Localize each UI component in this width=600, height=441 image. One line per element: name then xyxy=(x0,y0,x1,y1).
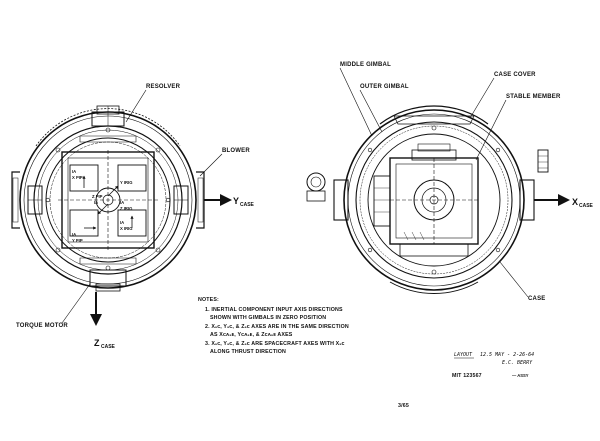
case-cover-label: CASE COVER xyxy=(494,72,536,78)
torque-motor-label: TORQUE MOTOR xyxy=(16,323,68,329)
z-irig-label-2: Z IRIG xyxy=(120,206,132,211)
notes-heading: NOTES: xyxy=(198,297,219,303)
outer-gimbal-label: OUTER GIMBAL xyxy=(360,84,409,90)
notes-block: NOTES: 1. INERTIAL COMPONENT INPUT AXIS … xyxy=(198,297,349,355)
note-1-line-2: SHOWN WITH GIMBALS IN ZERO POSITION xyxy=(210,315,326,321)
note-3-line-2: ALONG THRUST DIRECTION xyxy=(210,349,286,355)
y-case-axis-main: Y xyxy=(233,196,239,206)
x-case-axis-main: X xyxy=(572,197,578,207)
blower-label: BLOWER xyxy=(222,148,250,154)
note-2-line-1: 2. Xₛc, Yₛc, & Zₛc AXES ARE IN THE SAME … xyxy=(205,324,349,330)
drawing-number: MIT 123567 xyxy=(452,373,482,379)
z-pip-label-2: IA xyxy=(94,200,98,205)
note-1-line-1: 1. INERTIAL COMPONENT INPUT AXIS DIRECTI… xyxy=(205,307,343,313)
x-irig-label-2: X IRIG xyxy=(120,226,133,231)
ia-x-pip-label-2: X PIP xyxy=(72,175,83,180)
case-label: CASE xyxy=(528,296,545,302)
ia-y-pip-label-2: Y PIP xyxy=(72,238,83,243)
right-imu-view: MIDDLE GIMBAL OUTER GIMBAL CASE COVER ST… xyxy=(306,62,594,302)
ia-x-pip-label-1: IA xyxy=(72,169,76,174)
y-irig-label: Y IRIG xyxy=(120,180,133,185)
z-case-axis-main: Z xyxy=(94,338,100,348)
x-irig-label-1: IA xyxy=(120,220,124,225)
ia-y-pip-label-1: IA xyxy=(72,232,76,237)
stable-member-label: STABLE MEMBER xyxy=(506,94,561,100)
layout-label: LAYOUT xyxy=(454,352,473,358)
z-case-axis-sub: CASE xyxy=(101,344,116,350)
layout-sign: E.C. BERRY xyxy=(502,360,533,366)
note-2-line-2: AS Xᴄᴀₛᴇ, Yᴄᴀₛᴇ, & Zᴄᴀₛᴇ AXES xyxy=(210,332,293,338)
middle-gimbal-label: MIDDLE GIMBAL xyxy=(340,62,391,68)
resolver-label: RESOLVER xyxy=(146,84,181,90)
z-pip-label-1: Z PIP xyxy=(92,194,103,199)
y-case-axis-sub: CASE xyxy=(240,202,255,208)
page-number: 3/65 xyxy=(398,403,409,409)
z-irig-label-1: IA xyxy=(120,200,124,205)
layout-ref: 12.5 MAY - 2-26-64 xyxy=(480,352,534,358)
note-3-line-1: 3. Xₛc, Yₛc, & Zₛc ARE SPACECRAFT AXES W… xyxy=(205,341,345,347)
left-imu-view: IA X PIP Y IRIG IA Z IRIG Z PIP IA IA Y … xyxy=(11,84,255,350)
x-case-axis-sub: CASE xyxy=(579,203,594,209)
title-block: LAYOUT 12.5 MAY - 2-26-64 E.C. BERRY MIT… xyxy=(398,352,534,409)
drawing-suffix: — ASSY xyxy=(512,373,529,378)
